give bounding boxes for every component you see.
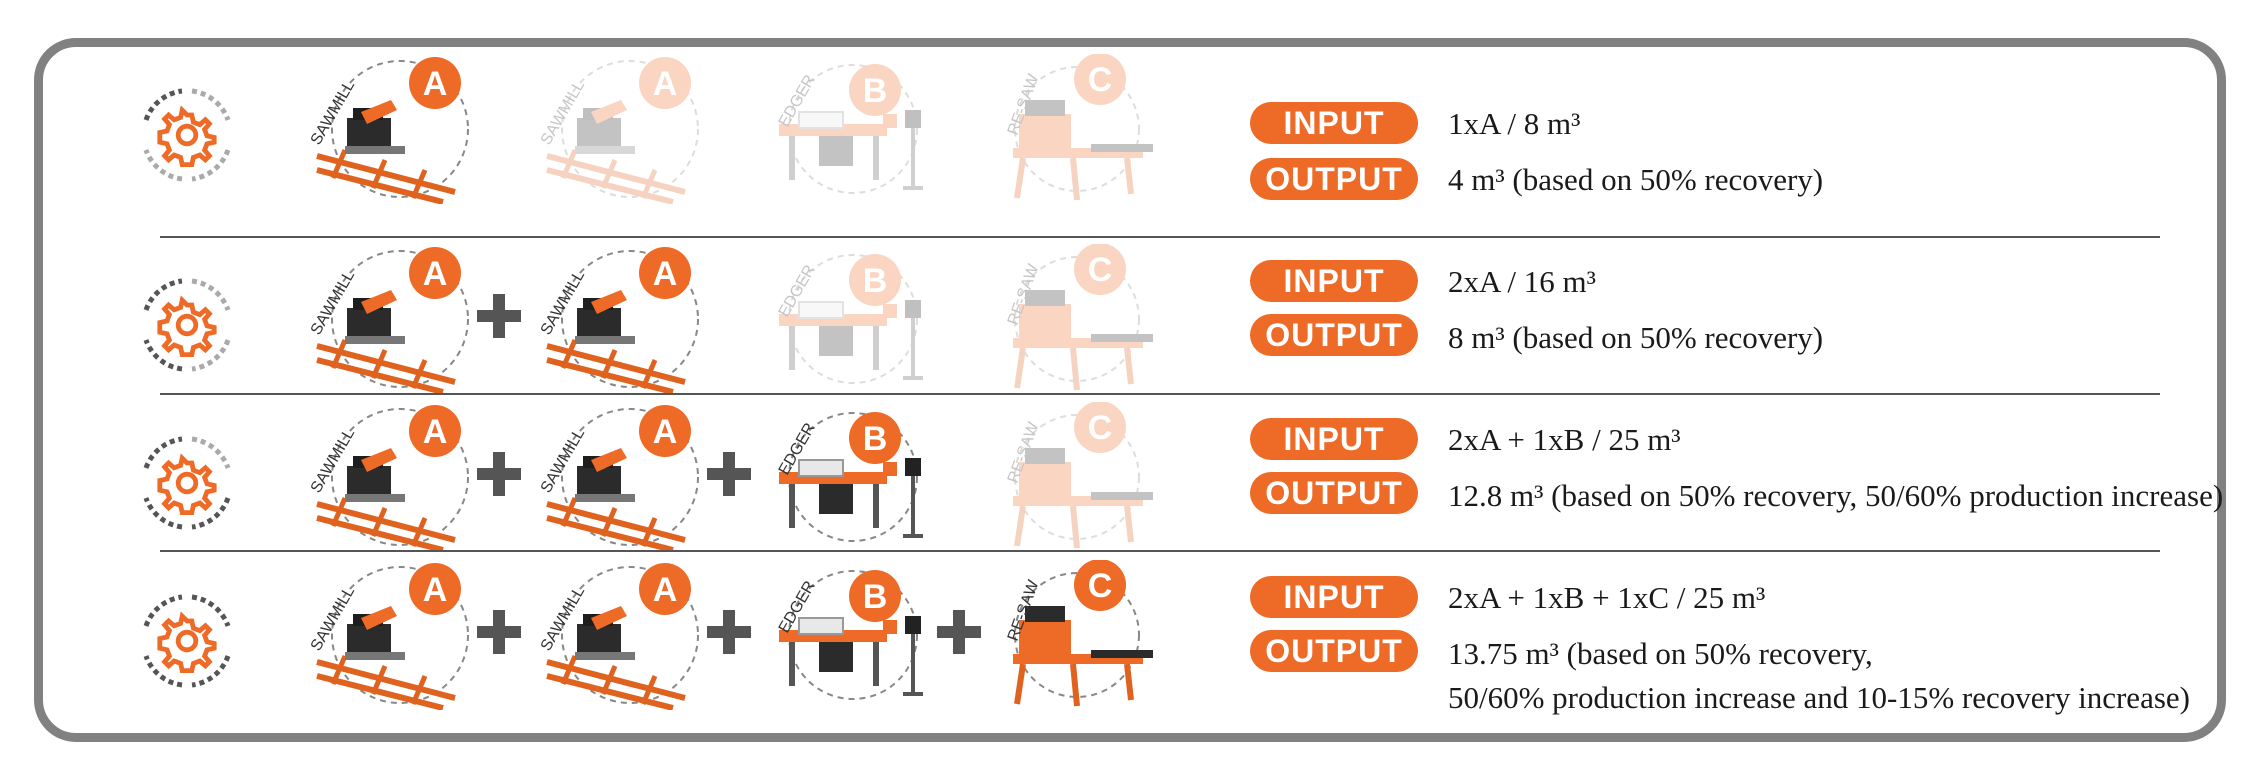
machine-letter: B	[863, 72, 888, 110]
resaw-c-faded: RE-SAW C	[995, 243, 1165, 394]
machine-letter: C	[1088, 409, 1113, 447]
edger-b-faded: EDGER B	[765, 54, 935, 204]
plus-icon	[477, 452, 521, 496]
machine-letter: B	[863, 420, 888, 458]
sawmill-a-2-faded: SAWMILL A	[535, 54, 705, 204]
config-row-2: SAWMILL A SAWMILL A EDGER B RE-SAW C	[80, 240, 2180, 390]
machine-letter: B	[863, 578, 888, 616]
resaw-c-faded: RE-SAW C	[995, 401, 1165, 552]
output-value: 4 m³ (based on 50% recovery)	[1448, 162, 1824, 197]
machine-letter: A	[423, 65, 448, 103]
machine-letter: A	[653, 571, 678, 609]
machine-letter: A	[653, 65, 678, 103]
output-pill: OUTPUT	[1250, 472, 1418, 514]
edger-b-faded: EDGER B	[765, 244, 935, 394]
output-value-line2: 50/60% production increase and 10-15% re…	[1448, 680, 2190, 715]
sawmill-a-1: SAWMILL A	[305, 54, 475, 204]
config-row-1: SAWMILL A SAWMILL A EDGER B RE-SAW C	[80, 50, 2180, 200]
output-value: 13.75 m³ (based on 50% recovery,	[1448, 636, 1873, 671]
plus-icon	[707, 610, 751, 654]
machine-letter: B	[863, 262, 888, 300]
cycle-icon	[143, 594, 231, 688]
input-pill: INPUT	[1250, 418, 1418, 460]
input-pill: INPUT	[1250, 576, 1418, 618]
output-value: 12.8 m³ (based on 50% recovery, 50/60% p…	[1448, 478, 2224, 513]
row-divider	[160, 550, 2160, 552]
input-value: 1xA / 8 m³	[1448, 106, 1581, 141]
config-row-4: SAWMILL A SAWMILL A EDGER B RE-SAW	[80, 556, 2190, 715]
machine-letter: C	[1088, 567, 1113, 605]
input-value: 2xA / 16 m³	[1448, 264, 1596, 299]
output-pill: OUTPUT	[1250, 630, 1418, 672]
plus-icon	[477, 294, 521, 338]
sawmill-a-1: SAWMILL A	[305, 402, 475, 552]
cycle-icon	[143, 278, 231, 372]
output-value: 8 m³ (based on 50% recovery)	[1448, 320, 1824, 355]
output-pill: OUTPUT	[1250, 158, 1418, 200]
cycle-icon	[143, 88, 231, 182]
machine-letter: A	[653, 413, 678, 451]
machine-letter: A	[653, 255, 678, 293]
input-value: 2xA + 1xB + 1xC / 25 m³	[1448, 580, 1766, 615]
input-value: 2xA + 1xB / 25 m³	[1448, 422, 1681, 457]
plus-icon	[477, 610, 521, 654]
sawmill-a-1: SAWMILL A	[305, 560, 475, 710]
cycle-icon	[143, 436, 231, 530]
sawmill-a-2: SAWMILL A	[535, 244, 705, 394]
machine-letter: A	[423, 413, 448, 451]
output-pill: OUTPUT	[1250, 314, 1418, 356]
plus-icon	[707, 452, 751, 496]
plus-icon	[937, 610, 981, 654]
resaw-c-faded: RE-SAW C	[995, 53, 1165, 204]
config-row-3: SAWMILL A SAWMILL A EDGER B RE-SAW	[80, 398, 2223, 548]
edger-b: EDGER B	[765, 560, 935, 710]
edger-b: EDGER B	[765, 402, 935, 552]
machine-letter: C	[1088, 61, 1113, 99]
machine-letter: A	[423, 255, 448, 293]
machine-letter: C	[1088, 251, 1113, 289]
sawmill-a-1: SAWMILL A	[305, 244, 475, 394]
sawmill-a-2: SAWMILL A	[535, 402, 705, 552]
machine-letter: A	[423, 571, 448, 609]
resaw-c: RE-SAW C	[995, 559, 1165, 710]
input-pill: INPUT	[1250, 260, 1418, 302]
row-divider	[160, 393, 2160, 395]
sawmill-a-2: SAWMILL A	[535, 560, 705, 710]
row-divider	[160, 236, 2160, 238]
input-pill: INPUT	[1250, 102, 1418, 144]
